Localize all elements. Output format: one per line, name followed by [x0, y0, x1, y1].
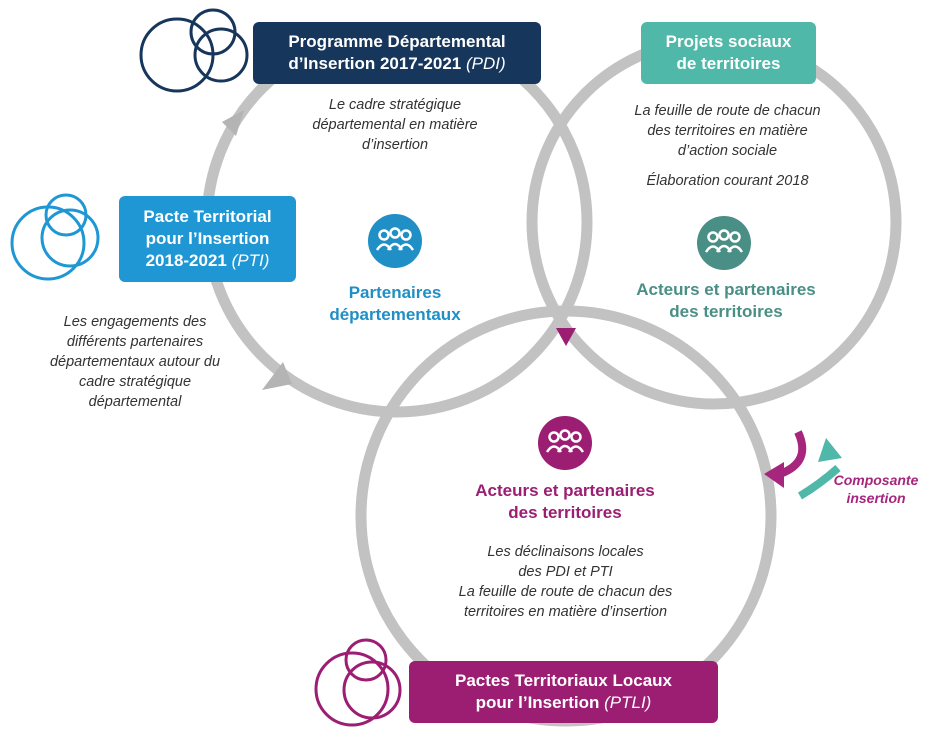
pdi-abbr: (PDI)	[465, 54, 506, 73]
ptli-title-line1: Pactes Territoriaux Locaux	[455, 671, 672, 690]
pst-title-box: Projets sociaux de territoires	[641, 22, 816, 84]
composante-insertion-label: Composante insertion	[833, 472, 919, 506]
pst-description: La feuille de route de chacun des territ…	[585, 101, 870, 191]
pti-title-box: Pacte Territorial pour l’Insertion 2018-…	[119, 196, 296, 282]
pdi-description: Le cadre stratégique départemental en ma…	[312, 97, 478, 153]
ptli-description: Les déclinaisons locales des PDI et PTI …	[458, 544, 673, 620]
people-group-icon	[368, 214, 422, 268]
pdi-title-line2: d’Insertion 2017-2021 (PDI)	[288, 54, 506, 73]
intersection-triangle-icon	[556, 328, 576, 346]
pti-description: Les engagements des différents partenair…	[49, 314, 221, 410]
pst-title-line2: de territoires	[676, 54, 781, 73]
group-label-acteurs-territoires-bottom: Acteurs et partenaires des territoires	[475, 481, 655, 522]
ptli-title-box: Pactes Territoriaux Locaux pour l’Insert…	[409, 661, 718, 723]
cycle-arrow-icon	[764, 430, 842, 500]
rings-icon-ptli	[314, 638, 402, 727]
ptli-title-line2: pour l’Insertion (PTLI)	[475, 693, 652, 712]
people-group-icon	[538, 416, 592, 470]
pdi-title-line1: Programme Départemental	[288, 32, 506, 51]
pdi-title-box: Programme Départemental d’Insertion 2017…	[253, 22, 541, 84]
pti-title-line1: Pacte Territorial	[143, 207, 272, 226]
pst-desc-extra: Élaboration courant 2018	[646, 173, 809, 189]
rings-icon-pdi	[139, 8, 249, 93]
group-label-partenaires-departementaux: Partenaires départementaux	[329, 283, 461, 324]
rings-icon-pti	[10, 193, 100, 281]
ptli-abbr: (PTLI)	[604, 693, 652, 712]
gray-arrow-icon	[262, 362, 292, 390]
pti-title-line2: pour l’Insertion	[145, 229, 270, 248]
gray-arrow-icon	[222, 110, 244, 136]
pti-abbr: (PTI)	[231, 251, 270, 270]
pst-title-line1: Projets sociaux	[665, 32, 792, 51]
people-group-icon	[697, 216, 751, 270]
pti-title-line3: 2018-2021 (PTI)	[145, 251, 270, 270]
group-label-acteurs-territoires-right: Acteurs et partenaires des territoires	[636, 280, 816, 321]
